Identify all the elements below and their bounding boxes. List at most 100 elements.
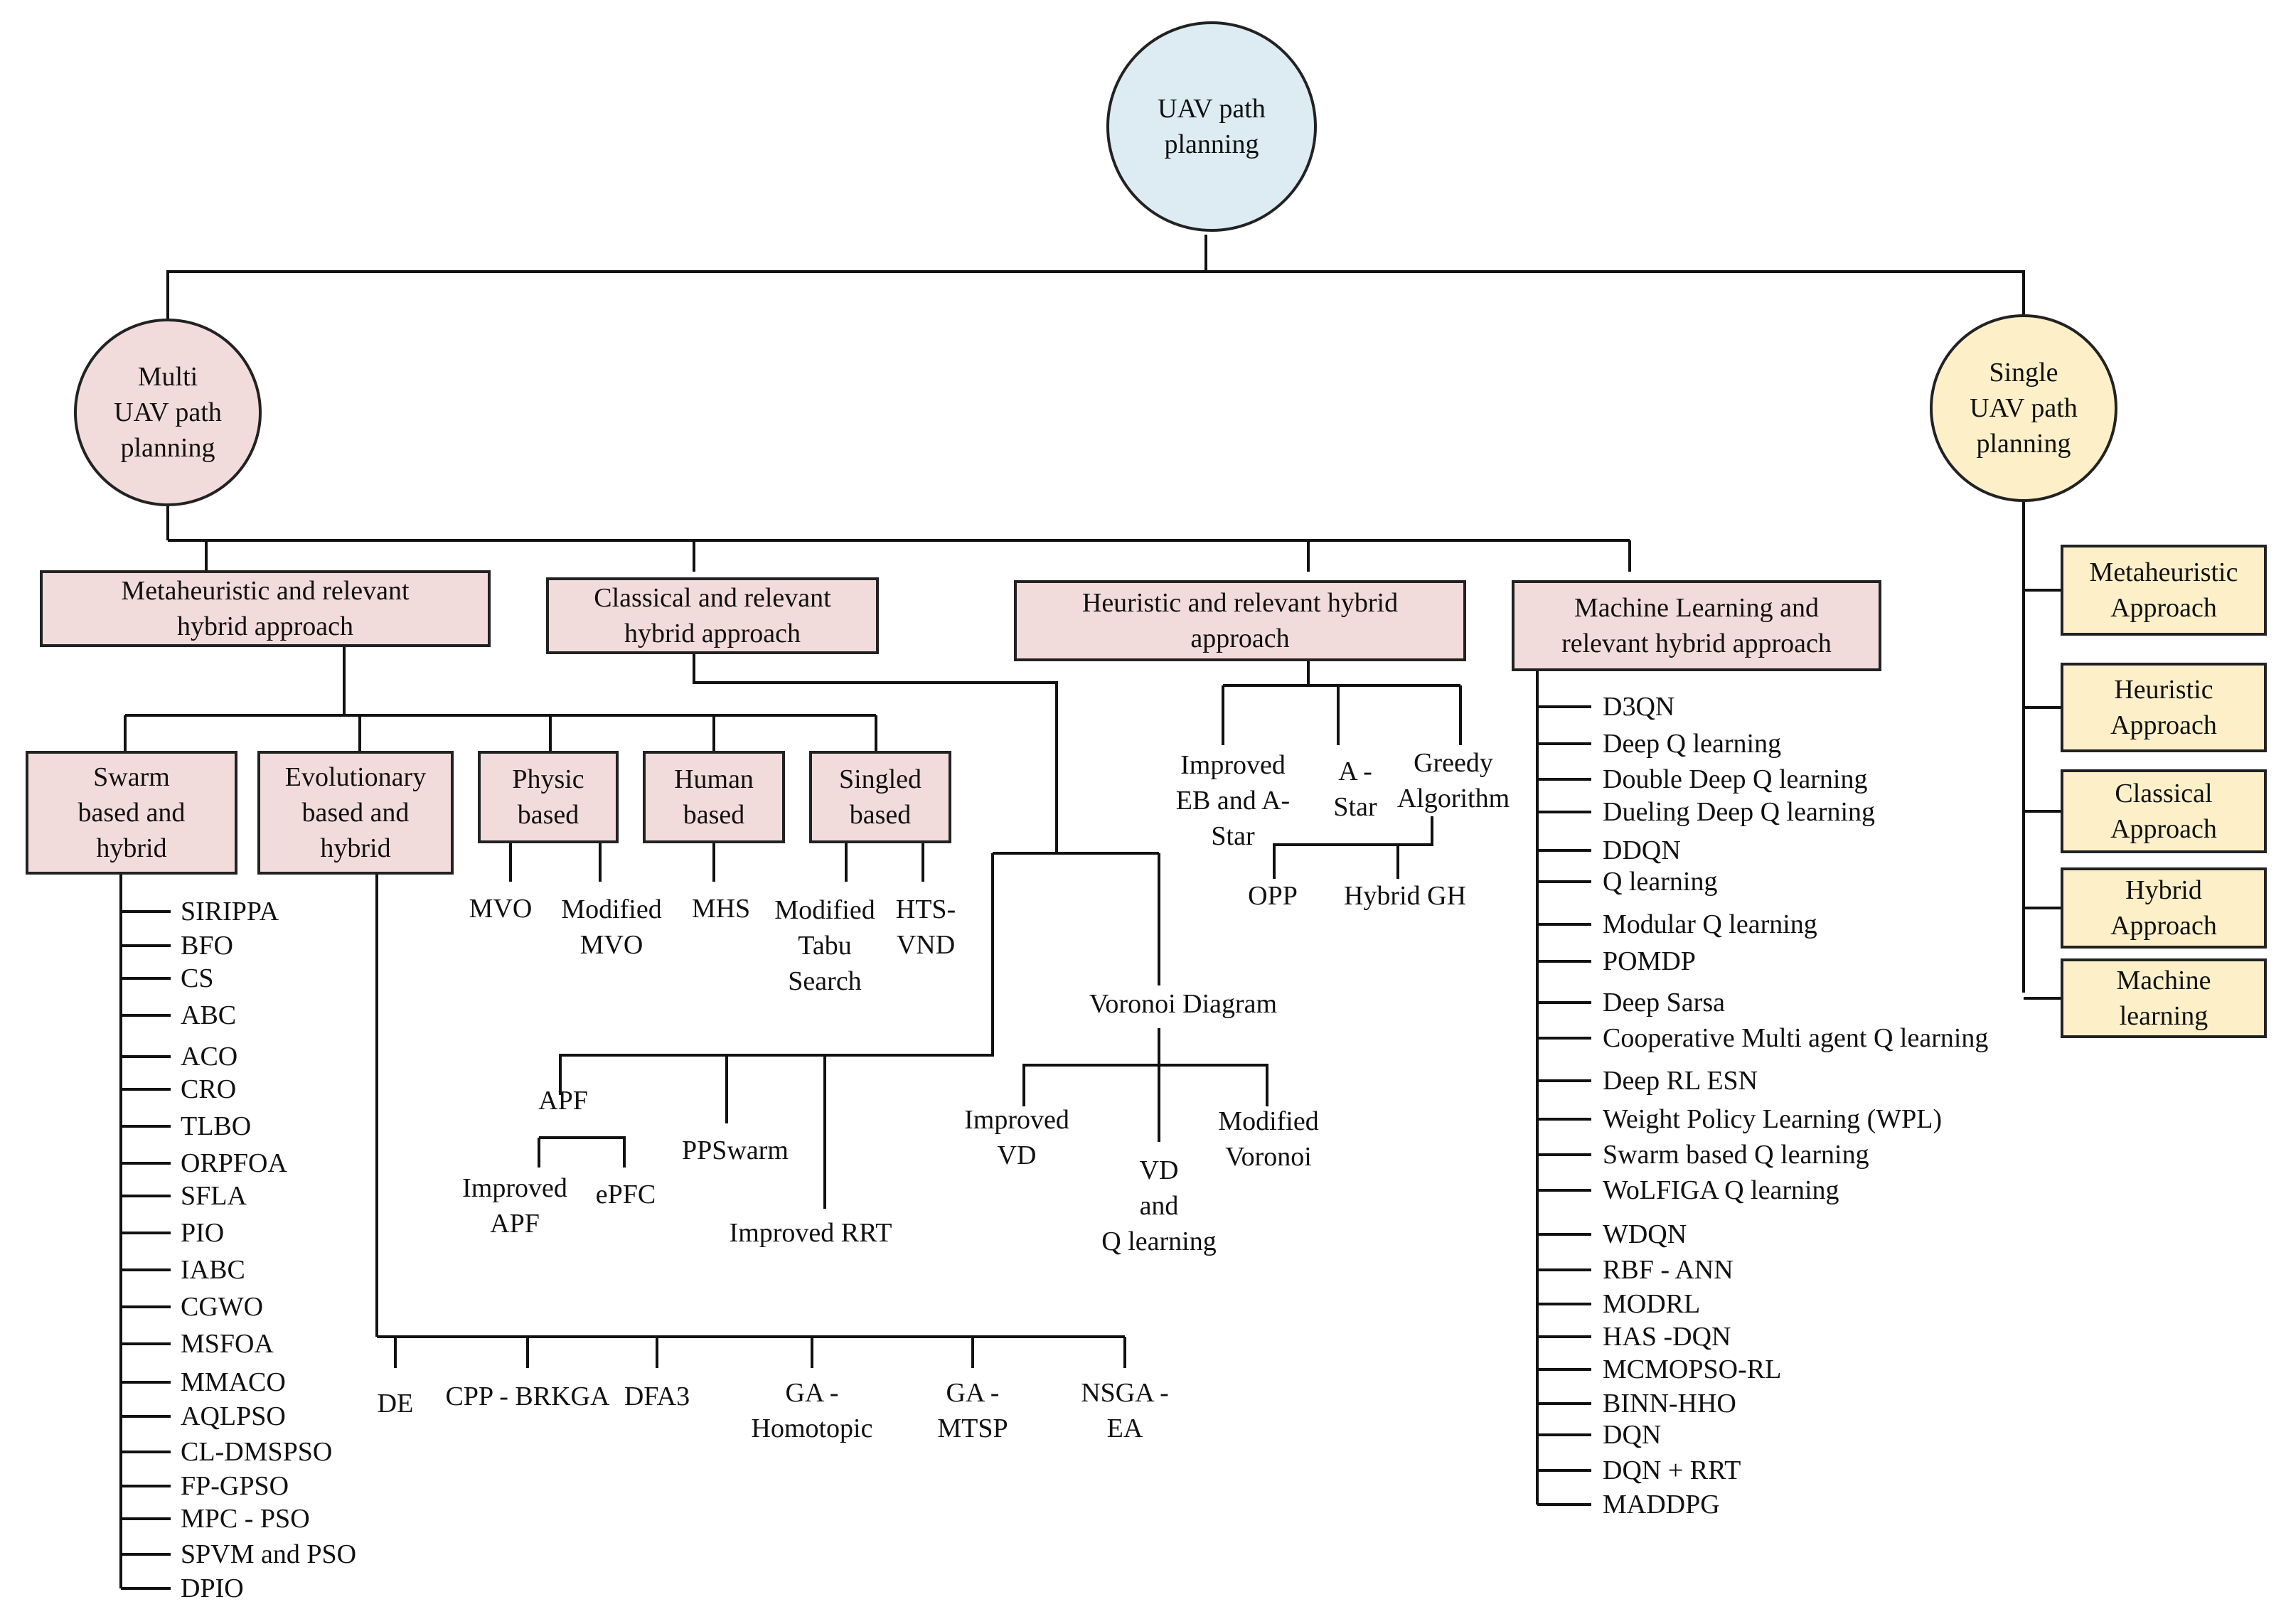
heuristic-opp: OPP (1248, 881, 1298, 911)
ml-item-6: Q learning (1603, 867, 1717, 897)
single-item-1-label-line-1: Metaheuristic (2090, 557, 2238, 587)
category-classical-label-line-2: hybrid approach (624, 619, 801, 648)
physic-item-2-line-2: MVO (580, 930, 643, 960)
greedy-branch-line (1273, 816, 1433, 879)
swarm-item-2: BFO (181, 931, 233, 961)
single-item-5 (2061, 958, 2267, 1038)
classical-epfc: ePFC (596, 1180, 656, 1209)
evolutionary-item-6-line-1: NSGA - (1081, 1378, 1169, 1408)
heuristic-hybrid-gh: Hybrid GH (1344, 881, 1466, 911)
ml-item-2: Deep Q learning (1603, 729, 1781, 759)
sub-physic-label-line-2: based (518, 800, 579, 830)
classical-improved-apf-line-2: APF (490, 1209, 540, 1239)
root-node-label-line-1: UAV path (1158, 94, 1266, 124)
physic-item-2-line-1: Modified (561, 894, 661, 924)
heuristic-improved-eb-line-1: Improved (1180, 750, 1286, 780)
swarm-item-14: MMACO (181, 1367, 286, 1397)
ml-item-3: Double Deep Q learning (1603, 764, 1868, 794)
classical-ppswarm: PPSwarm (682, 1136, 789, 1165)
multi-uav-node (74, 319, 262, 506)
ml-item-5: DDQN (1603, 835, 1681, 865)
singled-item-1-line-2: Tabu (798, 931, 851, 961)
swarm-item-20: DPIO (181, 1574, 244, 1603)
classical-apf: APF (538, 1086, 588, 1116)
single-item-5-label-line-1: Machine (2117, 966, 2211, 995)
category-classical-label-line-1: Classical and relevant (594, 583, 831, 613)
swarm-item-10: PIO (181, 1218, 224, 1248)
root-node (1106, 21, 1317, 232)
classical-vd-q-learning-line-3: Q learning (1101, 1227, 1216, 1256)
heuristic-improved-eb-line-2: EB and A- (1176, 786, 1290, 816)
swarm-item-3: CS (181, 963, 213, 993)
ml-item-13: Swarm based Q learning (1603, 1140, 1869, 1170)
voronoi-branch-line (1022, 1064, 1268, 1106)
evolutionary-item-2: CPP - BRKGA (446, 1382, 610, 1411)
category-heuristic-label-line-2: approach (1190, 624, 1289, 653)
apf-split-line (539, 1136, 626, 1168)
single-item-4 (2061, 867, 2267, 949)
sub-human-label-line-2: based (683, 800, 745, 830)
classical-improved-rrt: Improved RRT (730, 1218, 892, 1248)
category-metaheuristic-label-line-1: Metaheuristic and relevant (121, 576, 410, 606)
ml-item-9: Deep Sarsa (1603, 988, 1725, 1017)
heuristic-greedy-line-1: Greedy (1414, 748, 1493, 778)
swarm-item-9: SFLA (181, 1181, 247, 1211)
single-item-1-label-line-2: Approach (2110, 593, 2217, 623)
ml-item-17: MODRL (1603, 1289, 1700, 1319)
single-uav-node-label-line-3: planning (1977, 429, 2071, 459)
ml-item-21: DQN (1603, 1420, 1661, 1450)
swarm-item-18: MPC - PSO (181, 1504, 310, 1534)
ml-item-22: DQN + RRT (1603, 1455, 1741, 1485)
classical-improved-vd-line-2: VD (998, 1140, 1037, 1170)
swarm-item-5: ACO (181, 1042, 237, 1072)
ml-item-10: Cooperative Multi agent Q learning (1603, 1023, 1988, 1053)
sub-evolutionary-label-line-2: based and (302, 798, 410, 828)
ml-item-12: Weight Policy Learning (WPL) (1603, 1104, 1942, 1134)
swarm-item-8: ORPFOA (181, 1148, 287, 1178)
single-item-5-label-line-2: learning (2120, 1001, 2208, 1031)
single-item-1 (2061, 545, 2267, 636)
category-machine-learning-label-line-1: Machine Learning and (1574, 593, 1819, 623)
category-metaheuristic (40, 570, 491, 647)
sub-singled (809, 751, 951, 843)
singled-item-2-line-1: HTS- (896, 894, 956, 924)
heuristic-improved-eb-line-3: Star (1211, 821, 1255, 851)
swarm-item-11: IABC (181, 1255, 245, 1285)
category-classical (546, 577, 879, 654)
single-item-4-label-line-2: Approach (2110, 911, 2217, 941)
ml-item-16: RBF - ANN (1603, 1255, 1734, 1285)
single-item-2 (2061, 663, 2267, 752)
sub-singled-label-line-2: based (850, 800, 912, 830)
multi-uav-node-label-line-3: planning (121, 433, 215, 463)
sub-physic-label-line-1: Physic (512, 764, 584, 794)
single-item-3-label-line-1: Classical (2115, 779, 2212, 808)
evolutionary-item-1: DE (378, 1389, 414, 1419)
classical-modified-voronoi-line-2: Voronoi (1225, 1142, 1312, 1172)
swarm-item-13: MSFOA (181, 1329, 274, 1359)
heuristic-a-star-line-1: A - (1338, 757, 1372, 786)
classical-improved-vd-line-1: Improved (964, 1105, 1069, 1135)
ml-item-19: MCMOPSO-RL (1603, 1355, 1781, 1384)
single-item-3-label-line-2: Approach (2110, 814, 2217, 844)
sub-singled-label-line-1: Singled (839, 764, 922, 794)
sub-physic (478, 751, 619, 843)
category-metaheuristic-label-line-2: hybrid approach (177, 611, 353, 641)
sub-swarm-label-line-2: based and (78, 798, 186, 828)
singled-item-2-line-2: VND (897, 930, 955, 960)
classical-modified-voronoi-line-1: Modified (1218, 1106, 1318, 1136)
single-item-3 (2061, 769, 2267, 853)
ml-item-20: BINN-HHO (1603, 1389, 1736, 1419)
swarm-item-4: ABC (181, 1000, 236, 1030)
evolutionary-item-3: DFA3 (624, 1382, 690, 1411)
single-uav-node (1930, 314, 2117, 502)
multi-uav-node-label-line-2: UAV path (114, 397, 222, 427)
sub-evolutionary-label-line-1: Evolutionary (285, 762, 426, 792)
category-machine-learning (1512, 580, 1881, 671)
multi-uav-node-label-line-1: Multi (138, 362, 198, 392)
heuristic-a-star-line-2: Star (1333, 792, 1377, 822)
ml-item-1: D3QN (1603, 692, 1674, 722)
ml-item-23: MADDPG (1603, 1490, 1720, 1519)
ml-item-4: Dueling Deep Q learning (1603, 797, 1875, 827)
evolutionary-item-4-line-2: Homotopic (752, 1414, 873, 1443)
